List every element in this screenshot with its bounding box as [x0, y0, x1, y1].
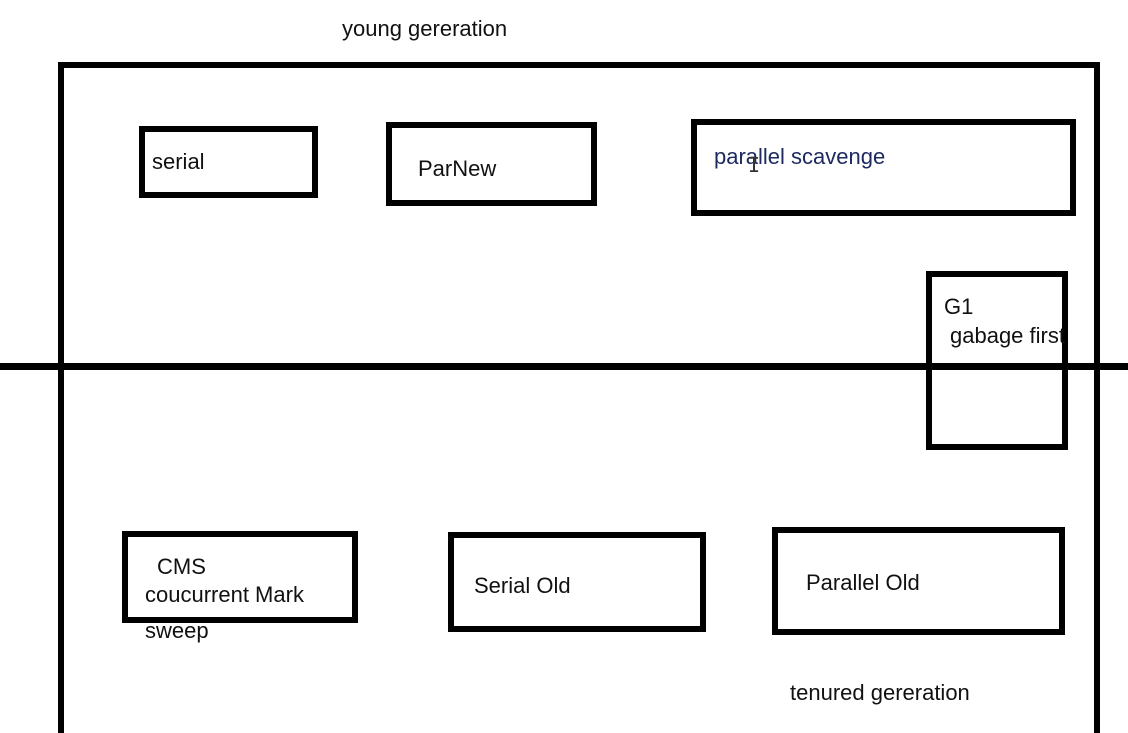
- parnew-box: ParNew: [386, 122, 597, 206]
- serial-label: serial: [152, 149, 205, 174]
- g1-box: G1 gabage first: [926, 271, 1068, 450]
- tenured-generation-label: tenured gereration: [790, 680, 970, 705]
- g1-label: G1: [944, 294, 974, 319]
- cms-sweep-label: sweep: [145, 618, 209, 643]
- cms-label: CMS: [157, 554, 206, 579]
- parallel-old-label: Parallel Old: [806, 570, 920, 595]
- text-cursor-icon: I: [748, 153, 761, 177]
- parallel-scavenge-box: parallel scavenge: [691, 119, 1076, 216]
- serial-old-label: Serial Old: [474, 573, 571, 598]
- parallel-scavenge-label: parallel scavenge: [714, 144, 886, 169]
- serial-box: serial: [139, 126, 318, 198]
- heap-frame: [58, 62, 1100, 733]
- serial-old-box: Serial Old: [448, 532, 706, 632]
- g1-subtitle: gabage first: [950, 323, 1065, 348]
- generation-divider: [0, 363, 1128, 370]
- young-generation-label: young gereration: [342, 16, 508, 41]
- parnew-label: ParNew: [418, 156, 497, 181]
- cms-box: CMS coucurrent Mark: [122, 531, 358, 623]
- parallel-old-box: Parallel Old: [772, 527, 1065, 635]
- cms-line2: coucurrent Mark: [145, 582, 304, 607]
